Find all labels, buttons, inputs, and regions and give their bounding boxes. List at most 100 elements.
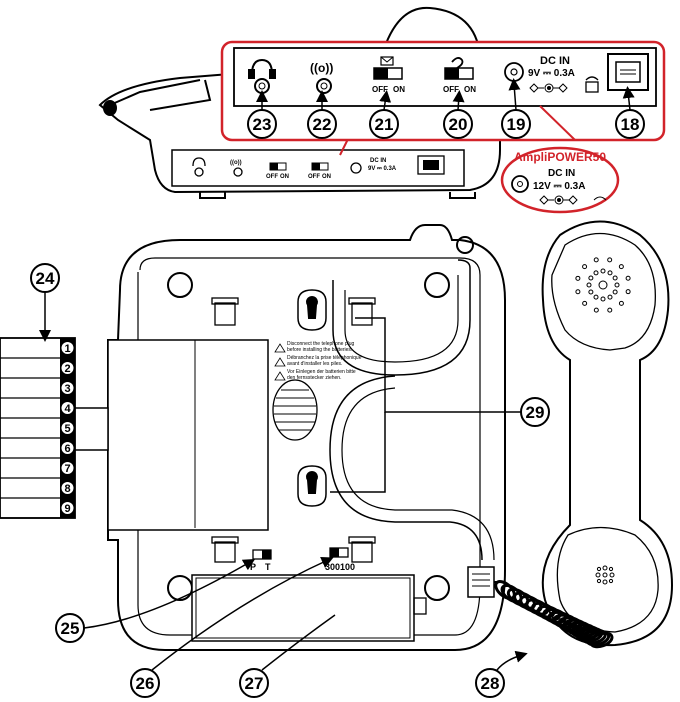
earpiece-hole — [582, 300, 588, 306]
svg-text:Vor Einlegen der batterien bit: Vor Einlegen der batterien bitte — [287, 369, 356, 375]
callout-18: 18 — [621, 115, 640, 134]
speed-dial-number: 3 — [64, 383, 70, 395]
earpiece-hole — [593, 270, 599, 276]
callout-27: 27 — [245, 674, 264, 693]
svg-text:before installing the batterie: before installing the batteries. — [287, 347, 352, 353]
callout-19: 19 — [507, 115, 526, 134]
callout-21: 21 — [375, 115, 394, 134]
on-label: ON — [393, 85, 405, 94]
callout-28: 28 — [481, 674, 500, 693]
svg-text:avant d'installer les piles.: avant d'installer les piles. — [287, 361, 342, 367]
earpiece-hole — [600, 296, 606, 302]
t-label: T — [265, 562, 271, 572]
speed-dial-number: 4 — [64, 403, 71, 415]
callout-22: 22 — [313, 115, 332, 134]
callout-29: 29 — [526, 403, 545, 422]
speed-dial-number: 8 — [64, 483, 70, 495]
earpiece-hole — [607, 270, 613, 276]
svg-text:Disconnect the telephone plug: Disconnect the telephone plug — [287, 341, 354, 347]
earpiece-hole — [607, 307, 613, 313]
earpiece-hole — [607, 294, 613, 300]
earpiece-hole — [575, 275, 581, 281]
earpiece-hole — [618, 264, 624, 270]
callout-24: 24 — [36, 269, 55, 288]
speed-dial-number: 6 — [64, 443, 70, 455]
svg-text:ON: ON — [322, 174, 331, 180]
earpiece-hole — [612, 275, 618, 281]
earpiece-hole — [588, 275, 594, 281]
speed-dial-badge — [61, 342, 74, 354]
warning-icon — [274, 343, 286, 353]
speed-dial-badge — [61, 382, 74, 394]
earpiece-hole — [593, 257, 599, 263]
ringer-100-label: 100 — [340, 562, 355, 572]
coiled-cord — [494, 580, 614, 649]
speed-dial-badge — [61, 482, 74, 494]
svg-text:((o)): ((o)) — [230, 160, 242, 166]
earpiece-hole — [598, 280, 608, 290]
callout-26: 26 — [136, 674, 155, 693]
rating-9v-label: 9V ⎓ 0.3A — [528, 68, 575, 79]
off-label: OFF — [372, 85, 388, 94]
speed-dial-badge — [61, 462, 74, 474]
earpiece-hole — [625, 289, 631, 295]
callout-25: 25 — [61, 619, 80, 638]
cord-coil — [589, 631, 614, 649]
callout-23: 23 — [253, 115, 272, 134]
speed-dial-badge — [61, 502, 74, 514]
earpiece-hole — [586, 282, 592, 288]
earpiece-hole — [575, 289, 581, 295]
earpiece-hole — [612, 289, 618, 295]
small-off-label: OFF — [266, 174, 278, 180]
svg-text:Débranchez la prise téléphoniq: Débranchez la prise téléphonique — [287, 355, 362, 361]
headset-icon — [192, 157, 206, 177]
speed-dial-badge — [61, 402, 74, 414]
mouthpiece-holes — [595, 565, 615, 585]
small-rating-label: 9V ⎓ 0.3A — [368, 166, 397, 172]
connector-panel-callout: ((o)) OFF ON OFF ON DC IN 9V ⎓ 0.3A — [220, 40, 666, 142]
loop-icon: ((o)) — [230, 160, 243, 177]
speed-dial-number: 7 — [64, 463, 70, 475]
callout-20: 20 — [449, 115, 468, 134]
earpiece-hole — [600, 268, 606, 274]
svg-text:den fernsstecker ziehen.: den fernsstecker ziehen. — [287, 375, 341, 381]
loop-icon: ((o)) — [310, 61, 333, 75]
p-label: P — [250, 562, 256, 572]
envelope-icon — [380, 56, 394, 66]
earpiece-holes — [575, 257, 631, 313]
side-connector-strip: ((o)) OFF ON OFF ON DC IN 9V ⎓ 0.3A — [171, 149, 465, 187]
dc-in-12v-label: DC IN — [548, 168, 575, 179]
svg-text:OFF: OFF — [308, 174, 320, 180]
earpiece-hole — [618, 300, 624, 306]
rating-12v-label: 12V ⎓ 0.3A — [533, 181, 585, 192]
earpiece-hole — [593, 307, 599, 313]
small-dc-in-label: DC IN — [370, 158, 386, 164]
small-on-label: ON — [280, 174, 289, 180]
ringer-300-label: 300 — [325, 562, 340, 572]
speed-dial-rows: 1 2 3 4 5 6 7 8 9 — [0, 342, 74, 519]
speed-dial-number: 5 — [64, 423, 70, 435]
earpiece-hole — [588, 289, 594, 295]
handset — [541, 220, 674, 647]
speed-dial-number: 2 — [64, 363, 70, 375]
speed-dial-badge — [61, 422, 74, 434]
headset-icon — [248, 58, 276, 79]
svg-text:ON: ON — [464, 85, 476, 94]
speed-dial-card — [0, 337, 109, 519]
speed-dial-number: 1 — [64, 343, 70, 355]
svg-text:OFF: OFF — [443, 85, 459, 94]
earpiece-hole — [593, 294, 599, 300]
speed-dial-badge — [61, 442, 74, 454]
speed-dial-number: 9 — [64, 503, 70, 515]
dc-in-label: DC IN — [540, 55, 570, 67]
earpiece-hole — [625, 275, 631, 281]
warning-label: Disconnect the telephone plug before ins… — [274, 341, 362, 381]
amplipower50-callout: AmpliPOWER50 DC IN 12V ⎓ 0.3A — [500, 146, 620, 214]
ringer-icon — [451, 57, 464, 69]
speed-dial-badge — [61, 362, 74, 374]
earpiece-hole — [582, 264, 588, 270]
cord-coil — [585, 630, 611, 647]
phone-icon — [585, 76, 599, 93]
earpiece-hole — [607, 257, 613, 263]
